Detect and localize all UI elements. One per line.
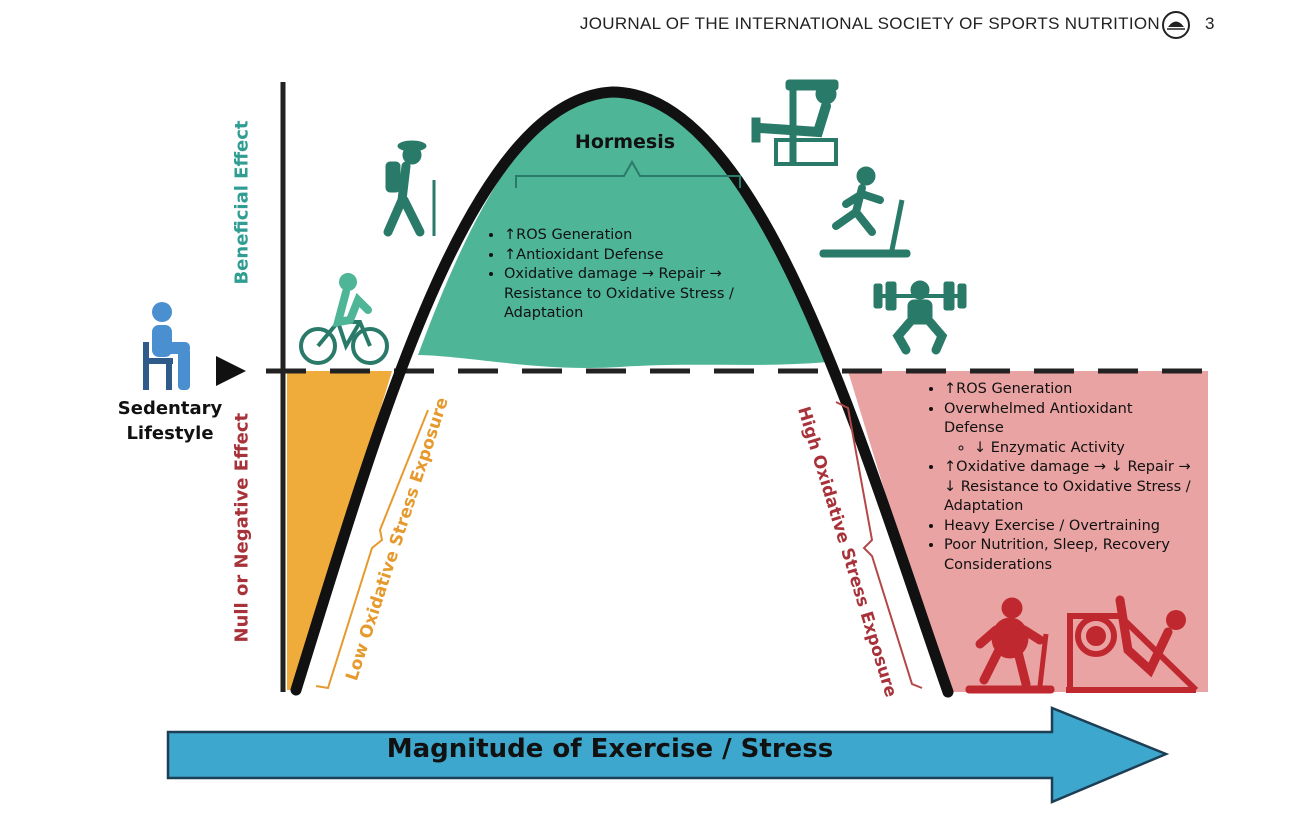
arrow-label: Magnitude of Exercise / Stress bbox=[386, 734, 834, 764]
journal-header: JOURNAL OF THE INTERNATIONAL SOCIETY OF … bbox=[579, 14, 1160, 33]
treadmill-runner-icon bbox=[819, 166, 911, 258]
journal-logo-icon bbox=[1162, 11, 1190, 39]
overweight-treadmill-icon bbox=[965, 597, 1055, 694]
sedentary-line2: Lifestyle bbox=[126, 423, 214, 444]
weightlifter-icon bbox=[873, 280, 967, 355]
beneficial-effect-label: Beneficial Effect bbox=[231, 120, 253, 285]
hormesis-list: ↑ROS Generation ↑Antioxidant Defense Oxi… bbox=[486, 226, 796, 324]
high-stress-item: ↑Oxidative damage → ↓ Repair → ↓ Resista… bbox=[944, 458, 1196, 517]
leg-press-machine-icon bbox=[1066, 595, 1199, 693]
high-stress-item: Poor Nutrition, Sleep, Recovery Consider… bbox=[944, 536, 1196, 575]
sedentary-line1: Sedentary bbox=[117, 398, 223, 419]
high-stress-item: Heavy Exercise / Overtraining bbox=[944, 517, 1196, 537]
high-exposure-brace bbox=[835, 401, 923, 689]
high-stress-item-text: Overwhelmed Antioxidant Defense bbox=[944, 400, 1133, 437]
exercise-stress-arrow bbox=[166, 706, 1170, 804]
high-stress-item: Overwhelmed Antioxidant Defense ↓ Enzyma… bbox=[944, 400, 1196, 459]
hormesis-title: Hormesis bbox=[574, 131, 676, 153]
negative-effect-label: Null or Negative Effect bbox=[231, 412, 253, 643]
cyclist-icon bbox=[299, 273, 389, 365]
high-stress-item: ↑ROS Generation bbox=[944, 380, 1196, 400]
sedentary-label: Sedentary Lifestyle bbox=[100, 396, 240, 446]
leg-press-icon bbox=[751, 79, 839, 166]
hiker-icon bbox=[383, 140, 436, 237]
high-stress-subitem: ↓ Enzymatic Activity bbox=[974, 439, 1196, 459]
hormesis-item: ↑Antioxidant Defense bbox=[504, 246, 796, 266]
seated-person-icon bbox=[143, 302, 190, 390]
low-stress-zone bbox=[287, 371, 392, 690]
play-triangle-icon bbox=[216, 356, 246, 386]
low-exposure-brace bbox=[315, 409, 429, 690]
hormesis-item: Oxidative damage → Repair → Resistance t… bbox=[504, 265, 796, 324]
hormesis-item: ↑ROS Generation bbox=[504, 226, 796, 246]
high-stress-list: ↑ROS Generation Overwhelmed Antioxidant … bbox=[926, 380, 1196, 575]
hormesis-curve bbox=[290, 86, 954, 698]
page-number: 3 bbox=[1205, 14, 1215, 33]
hormesis-brace bbox=[515, 159, 741, 188]
